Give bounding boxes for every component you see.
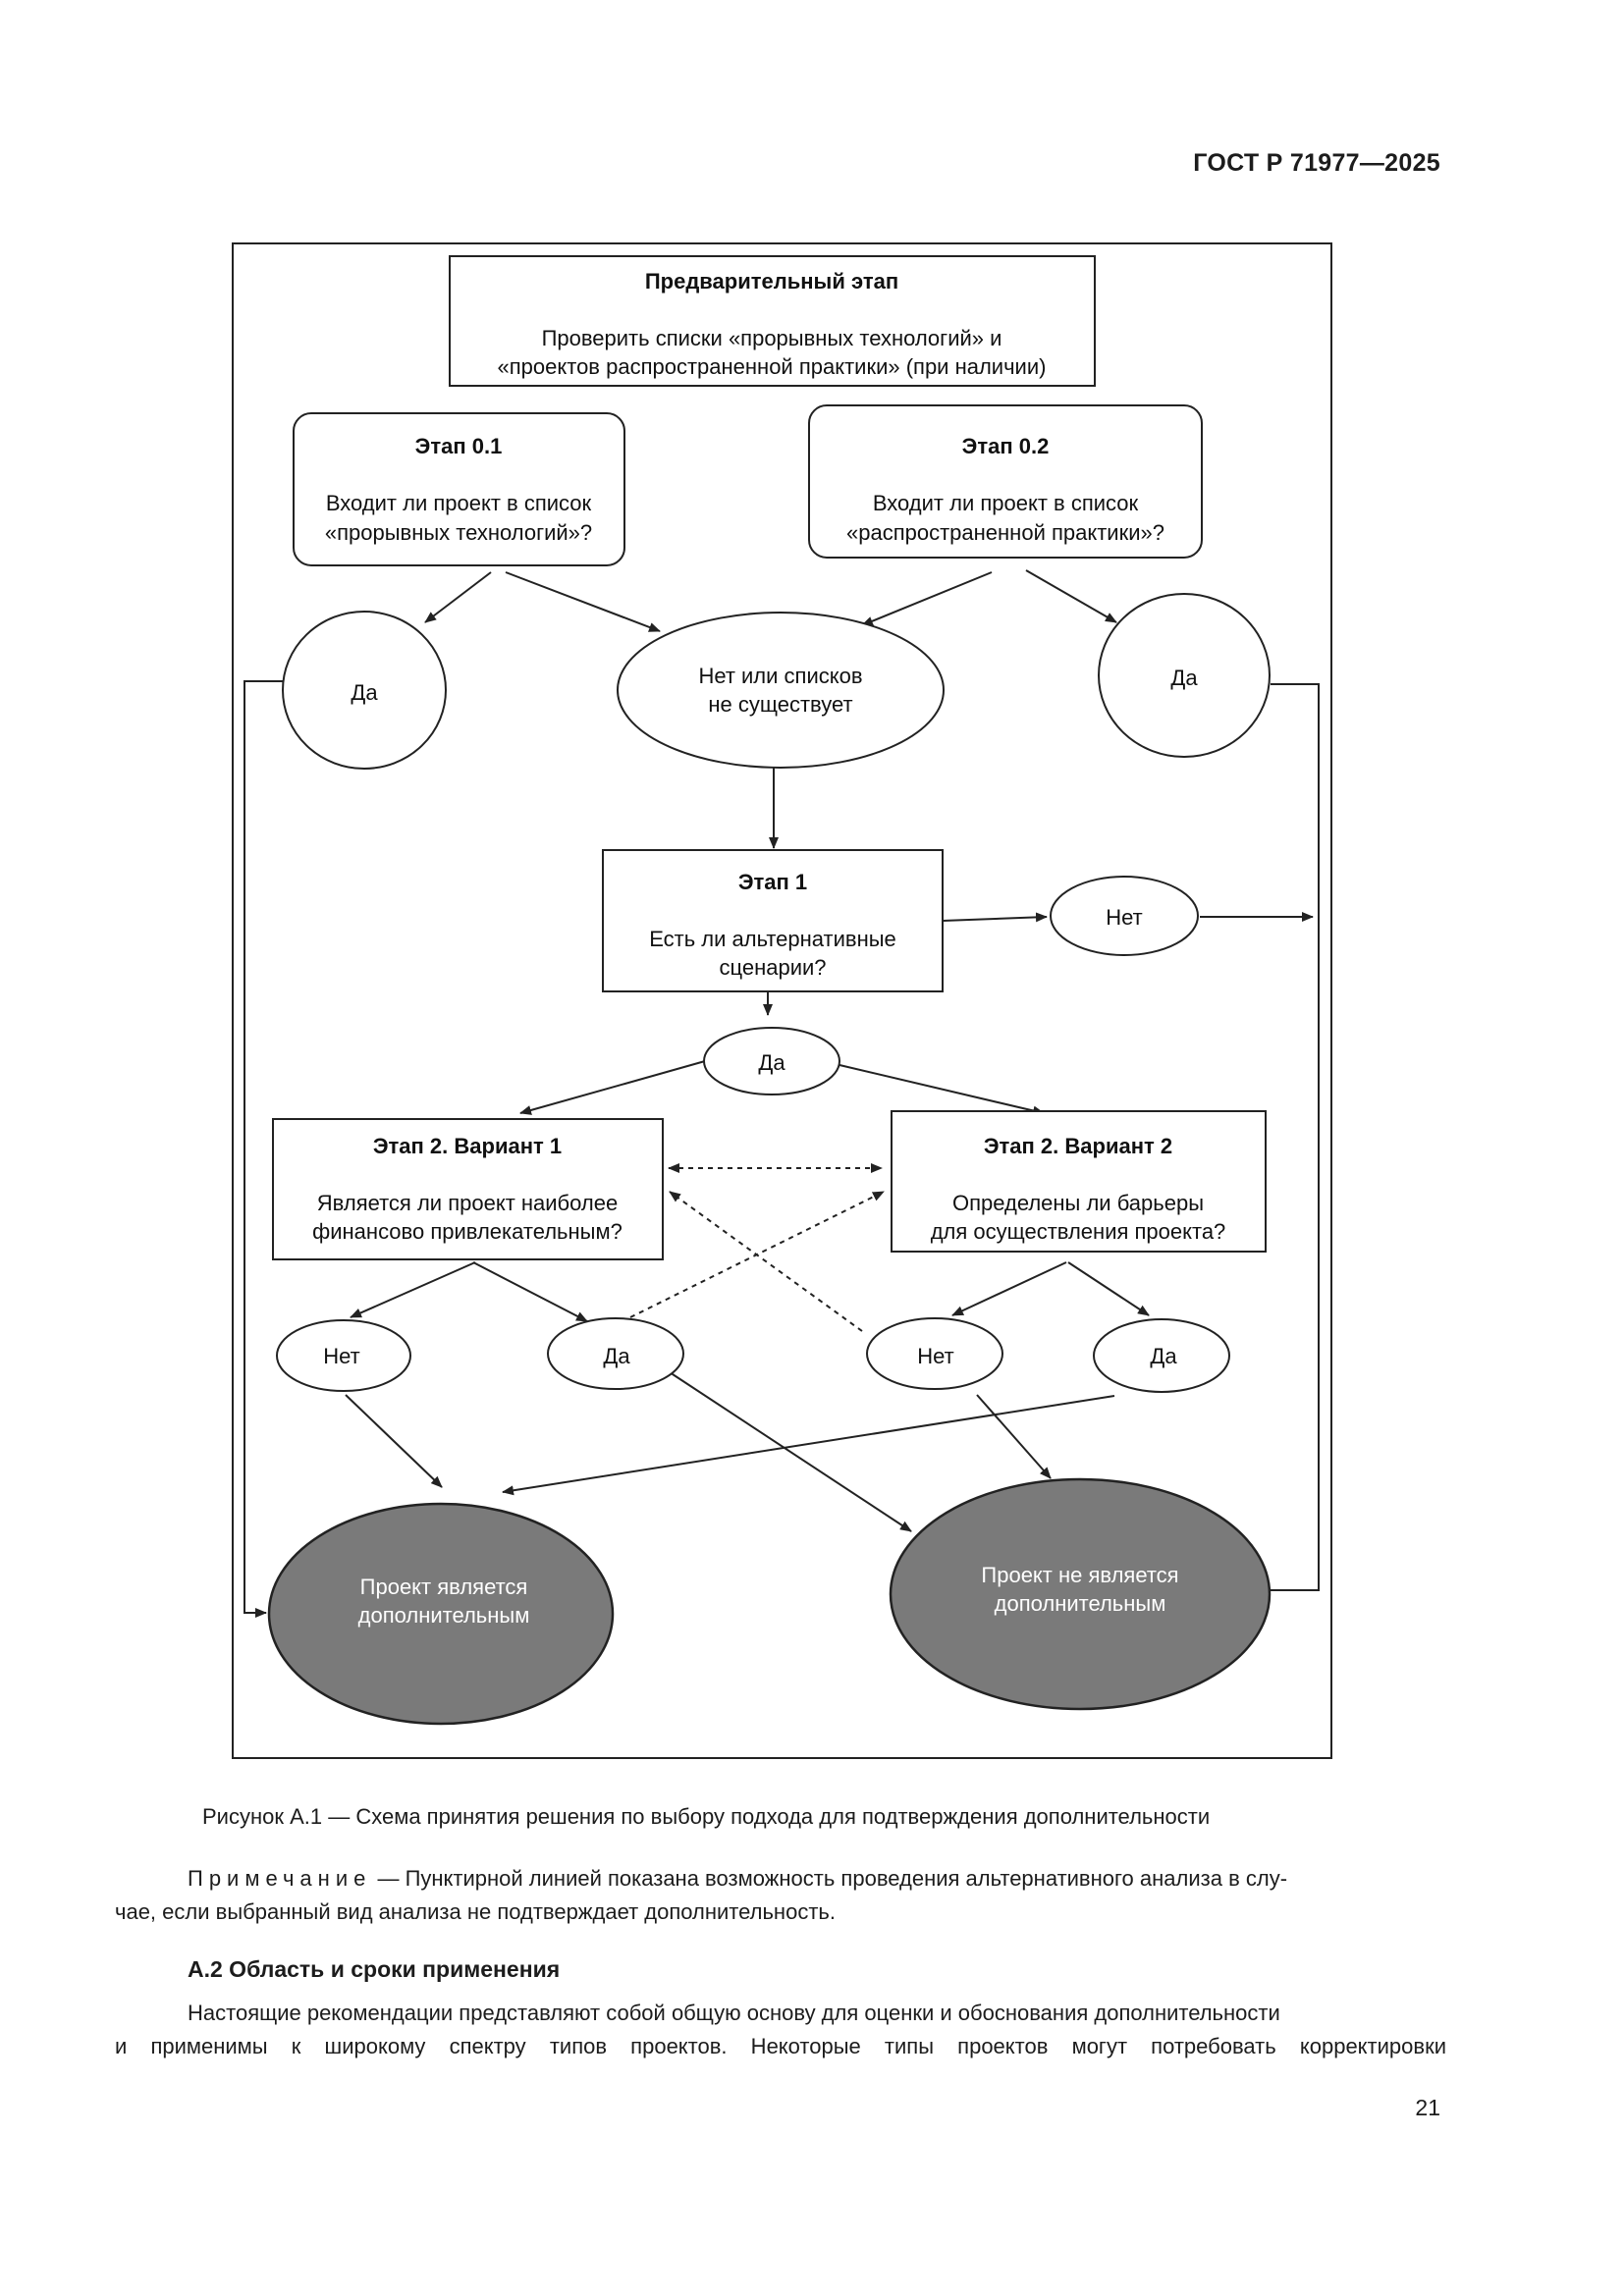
- no-or-none-line1: Нет или списков: [698, 664, 862, 688]
- no-or-none-ellipse: [617, 612, 945, 769]
- note-line2: чае, если выбранный вид анализа не подтв…: [115, 1899, 836, 1924]
- arrow-yesright-to-notadditional: [1258, 683, 1320, 1595]
- yes-left-label: Да: [351, 680, 378, 705]
- yes-stage1-ellipse: [703, 1027, 840, 1095]
- arrow-v1-to-no: [350, 1261, 476, 1318]
- v1-yes-ellipse: [547, 1317, 684, 1390]
- arrow-v2yes-to-additional: [502, 1395, 1115, 1496]
- body-line1: Настоящие рекомендации представляют собо…: [188, 2001, 1280, 2025]
- figure-caption: Рисунок А.1 — Схема принятия решения по …: [202, 1804, 1211, 1829]
- v2-no-label: Нет: [917, 1344, 953, 1368]
- preliminary-title: Предварительный этап: [645, 269, 898, 294]
- stage1-line1: Есть ли альтернативные: [649, 927, 896, 951]
- stage2v2-line2: для осуществления проекта?: [931, 1219, 1226, 1244]
- outcome-not-additional-line1: Проект не является: [981, 1563, 1178, 1587]
- no-stage1-ellipse: [1050, 876, 1199, 956]
- stage01-line1: Входит ли проект в список: [326, 491, 592, 515]
- arrow-stage02-to-yes: [1025, 569, 1117, 623]
- v1-no-label: Нет: [323, 1344, 359, 1368]
- arrow-stage02-to-no: [861, 571, 993, 626]
- decision-diagram: Предварительный этап Проверить списки «п…: [244, 255, 1320, 1726]
- page-number: 21: [1415, 2095, 1440, 2120]
- v1-yes-label: Да: [603, 1344, 630, 1368]
- section-title: А.2 Область и сроки применения: [188, 1956, 561, 1982]
- stage02-line1: Входит ли проект в список: [873, 491, 1139, 515]
- stage2v2-box: [891, 1110, 1267, 1253]
- stage01-title: Этап 0.1: [415, 434, 503, 458]
- arrow-stage1-to-no: [942, 912, 1048, 923]
- yes-right-ellipse: [1098, 593, 1271, 758]
- arrow-yes-to-v2: [839, 1064, 1045, 1116]
- arrow-stage01-to-yes: [424, 571, 492, 623]
- body-line2: и применимы к широкому спектру типов про…: [115, 2034, 1446, 2058]
- dashed-v2no-to-v1: [669, 1191, 863, 1332]
- outcome-not-additional-ellipse: [889, 1477, 1272, 1711]
- arrow-v2-to-yes: [1067, 1261, 1150, 1316]
- no-stage1-label: Нет: [1106, 905, 1142, 930]
- preliminary-line1: Проверить списки «прорывных технологий» …: [542, 326, 1002, 350]
- stage02-line2: «распространенной практики»?: [846, 520, 1164, 545]
- figure-frame: [232, 242, 1332, 1759]
- stage2v1-line1: Является ли проект наиболее: [317, 1191, 618, 1215]
- stage1-line2: сценарии?: [719, 955, 826, 980]
- arrow-yesleft-to-additional: [244, 680, 283, 1618]
- outcome-not-additional-line2: дополнительным: [995, 1591, 1166, 1616]
- preliminary-box: [449, 255, 1096, 387]
- dashed-connectors: [629, 1163, 885, 1332]
- note-line1: Примечание — Пунктирной линией показана …: [115, 1862, 1446, 1896]
- outcome-additional-line2: дополнительным: [358, 1603, 530, 1628]
- stage01-box: [293, 412, 625, 566]
- yes-right-label: Да: [1170, 666, 1198, 690]
- stage2v1-box: [272, 1118, 664, 1260]
- arrow-yes-to-v1: [519, 1060, 706, 1115]
- stage02-title: Этап 0.2: [962, 434, 1050, 458]
- stage2v1-line2: финансово привлекательным?: [312, 1219, 623, 1244]
- arrow-v2no-to-notadditional: [976, 1394, 1052, 1479]
- v1-no-ellipse: [276, 1319, 411, 1392]
- yes-stage1-label: Да: [758, 1050, 785, 1075]
- yes-left-ellipse: [282, 611, 447, 770]
- note-text-1: — Пунктирной линией показана возможность…: [371, 1866, 1288, 1891]
- standard-code: ГОСТ Р 71977—2025: [1193, 149, 1440, 177]
- section-body: Настоящие рекомендации представляют собо…: [115, 1997, 1446, 2063]
- stage2v2-line1: Определены ли барьеры: [952, 1191, 1204, 1215]
- preliminary-line2: «проектов распространенной практики» (пр…: [498, 354, 1047, 379]
- outcome-additional-line1: Проект является: [360, 1575, 528, 1599]
- connectors: [244, 569, 1320, 1618]
- arrow-stage01-to-no: [505, 571, 661, 632]
- stage1-title: Этап 1: [738, 870, 807, 894]
- stage2v2-title: Этап 2. Вариант 2: [984, 1134, 1172, 1158]
- figure-note: Примечание — Пунктирной линией показана …: [115, 1862, 1446, 1929]
- note-label: Примечание: [188, 1866, 372, 1891]
- arrow-v2-to-no: [951, 1261, 1067, 1316]
- arrow-v1no-to-additional: [345, 1394, 443, 1488]
- no-or-none-line2: не существует: [708, 692, 852, 717]
- stage01-line2: «прорывных технологий»?: [325, 520, 592, 545]
- stage1-box: [602, 849, 944, 992]
- v2-yes-ellipse: [1093, 1318, 1230, 1393]
- v2-no-ellipse: [866, 1317, 1003, 1390]
- outcome-additional-ellipse: [267, 1502, 615, 1726]
- v2-yes-label: Да: [1150, 1344, 1177, 1368]
- stage2v1-title: Этап 2. Вариант 1: [373, 1134, 562, 1158]
- stage02-box: [808, 404, 1203, 559]
- arrow-v1yes-to-notadditional: [669, 1371, 912, 1532]
- arrow-v1-to-yes: [472, 1261, 588, 1322]
